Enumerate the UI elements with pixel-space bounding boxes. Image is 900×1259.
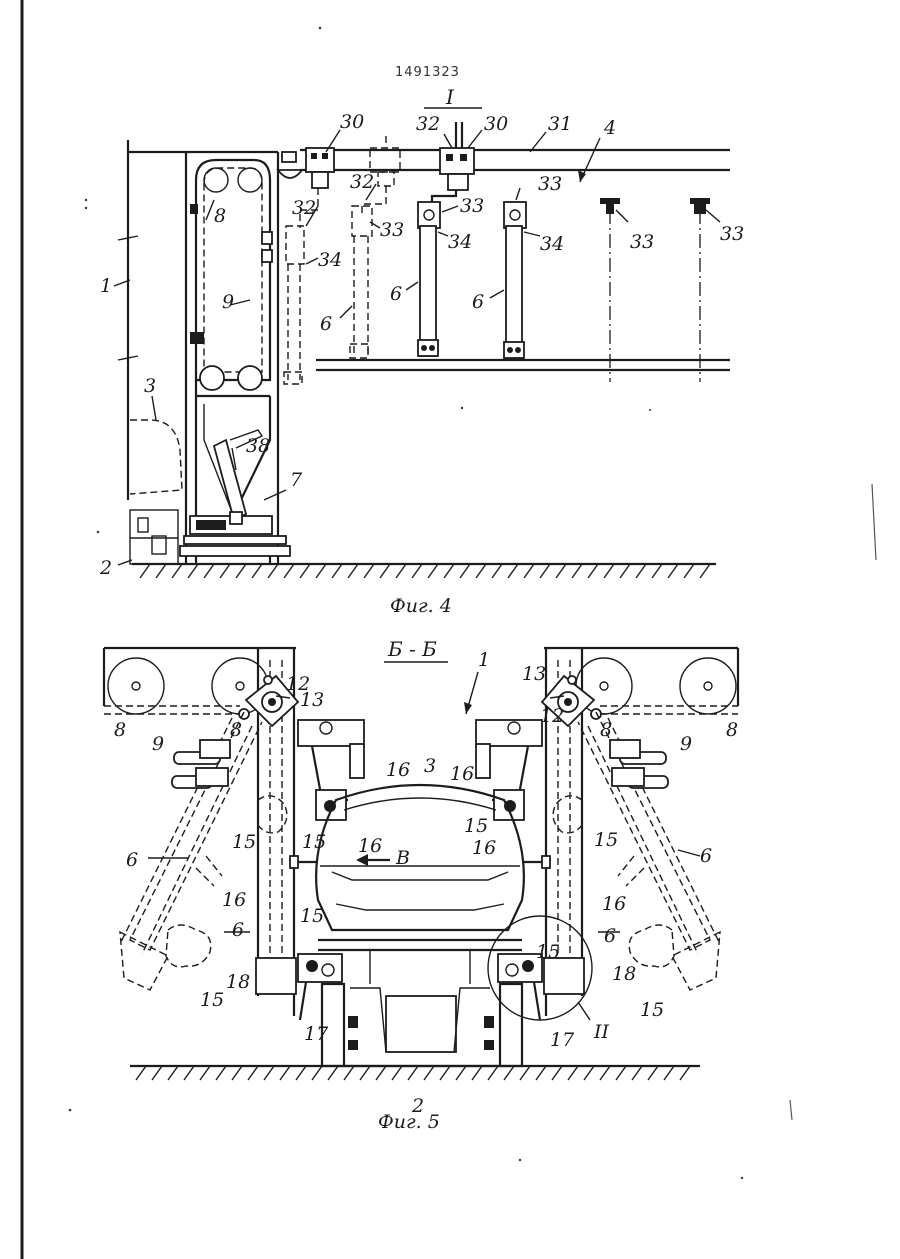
fig5-label-6c: 6: [604, 925, 616, 947]
fig5-label-8c: 8: [600, 719, 612, 741]
fig5-label-8b: 8: [230, 719, 242, 741]
fig4-label-33d: 33: [630, 231, 654, 253]
fig5-label-8a: 8: [114, 719, 126, 741]
fig5-label-15f: 15: [536, 941, 560, 963]
fig5-label-12b: 12: [540, 705, 564, 727]
fig5-label-15b: 15: [200, 989, 224, 1011]
fig5-label-13b: 13: [522, 663, 546, 685]
fig5-label-17a: 17: [304, 1023, 329, 1045]
fig4-hanger-1: [418, 202, 440, 356]
fig4-hanger-2: [504, 202, 526, 358]
fig4-overhead-rail: [300, 150, 730, 170]
fig4-lift-frame: [180, 152, 290, 564]
fig4-label-30b: 30: [484, 113, 508, 135]
figure-4: I: [99, 85, 744, 617]
fig4-carriage-middle: [370, 136, 400, 186]
fig5-label-9a: 9: [152, 733, 164, 755]
fig5-left-swing-arm: [120, 712, 287, 990]
fig5-label-1: 1: [478, 649, 490, 671]
fig4-label-31: 31: [548, 113, 572, 135]
fig4-label-9: 9: [222, 291, 234, 313]
fig4-label-32b: 32: [350, 171, 374, 193]
fig5-label-18b: 18: [612, 963, 636, 985]
fig5-label-6a: 6: [126, 849, 138, 871]
fig5-label-16a: 16: [386, 759, 410, 781]
figure-5: Б - Б: [104, 637, 738, 1133]
fig5-right-upper-bracket: [476, 720, 542, 820]
fig5-left-lower-clamp: [298, 954, 342, 1020]
fig5-label-16c: 16: [358, 835, 382, 857]
fig4-label-32a: 32: [416, 113, 440, 135]
fig4-label-30a: 30: [340, 111, 364, 133]
fig5-label-16f: 16: [602, 893, 626, 915]
fig4-label-3: 3: [144, 375, 156, 397]
fig4-label-34b: 34: [448, 231, 472, 253]
fig4-label-33b: 33: [460, 195, 484, 217]
fig5-label-16e: 16: [222, 889, 246, 911]
fig4-label-6c: 6: [472, 291, 484, 313]
fig4-label-2: 2: [99, 557, 112, 579]
fig5-label-3: 3: [424, 755, 436, 777]
fig4-leaders: [114, 130, 720, 565]
fig4-label-32c: 32: [292, 197, 316, 219]
fig5-label-17b: 17: [550, 1029, 575, 1051]
fig5-caption: Фиг. 5: [378, 1111, 440, 1133]
fig5-section-mark: Б - Б: [387, 637, 437, 661]
fig4-guide-2: [690, 198, 710, 382]
fig5-left-upper-bracket: [298, 720, 364, 820]
fig4-label-6b: 6: [390, 283, 402, 305]
fig5-label-15d: 15: [302, 831, 326, 853]
fig4-carriage-left: [306, 148, 334, 188]
fig4-building-column: [118, 140, 186, 564]
fig5-car-body: [316, 785, 524, 984]
fig5-label-13a: 13: [300, 689, 324, 711]
fig5-label-15c: 15: [300, 905, 324, 927]
fig4-label-34c: 34: [540, 233, 564, 255]
fig5-ground: [130, 1066, 700, 1080]
fig4-top-fixture: [278, 152, 302, 178]
fig5-label-6b: 6: [232, 919, 244, 941]
fig5-label-6d: 6: [700, 845, 712, 867]
fig5-label-15a: 15: [232, 831, 256, 853]
fig5-detail-leader: [578, 1002, 590, 1020]
fig4-label-33a: 33: [380, 219, 404, 241]
fig5-label-direction: В: [395, 847, 410, 869]
fig5-floor-conveyor: [322, 984, 522, 1066]
fig4-caption: Фиг. 4: [390, 595, 452, 617]
fig4-floor-conveyor: [130, 510, 178, 564]
fig5-label-8d: 8: [726, 719, 738, 741]
fig4-view-mark: I: [445, 85, 455, 109]
fig5-right-lower-clamp: [498, 954, 542, 1020]
fig4-hanger-dashed-2: [350, 206, 372, 358]
fig5-right-swing-arm: [553, 712, 720, 990]
fig4-label-33c: 33: [538, 173, 562, 195]
fig4-guide-1: [600, 198, 620, 382]
fig4-label-38: 38: [246, 435, 270, 457]
fig5-label-detail: II: [593, 1021, 610, 1043]
patent-number: 1491323: [395, 65, 460, 80]
fig4-label-7: 7: [290, 469, 303, 491]
fig4-lower-rail: [316, 360, 730, 370]
fig4-carriage-right: [440, 122, 474, 190]
fig5-label-15h: 15: [640, 999, 664, 1021]
fig4-label-4: 4: [603, 117, 616, 139]
fig4-label-6a: 6: [320, 313, 332, 335]
fig4-ground: [132, 564, 716, 578]
fig4-car-body: [130, 420, 182, 494]
fig5-label-16b: 16: [450, 763, 474, 785]
fig4-label-33e: 33: [720, 223, 744, 245]
fig5-label-15g: 15: [594, 829, 618, 851]
fig4-label-8: 8: [214, 205, 226, 227]
fig5-label-18a: 18: [226, 971, 250, 993]
fig5-label-16d: 16: [472, 837, 496, 859]
fig4-label-34a: 34: [318, 249, 342, 271]
fig5-label-15e: 15: [464, 815, 488, 837]
fig5-label-9b: 9: [680, 733, 692, 755]
fig4-hanger-dashed-1: [284, 226, 304, 384]
fig4-label-1: 1: [100, 275, 112, 297]
